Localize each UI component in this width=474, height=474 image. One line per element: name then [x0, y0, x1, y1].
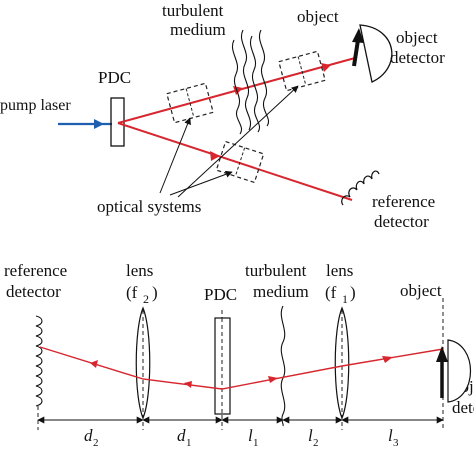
- reference-detector-label-bottom-line1: reference: [4, 261, 67, 280]
- optical-system-upper-right: [278, 50, 326, 92]
- svg-text:1: 1: [342, 292, 348, 306]
- distance-label-l3: l 3: [388, 426, 399, 449]
- top-diagram: pump laser PDC turbule: [0, 1, 445, 231]
- object-detector-label-line2: detector: [390, 48, 445, 67]
- svg-text:3: 3: [393, 437, 399, 449]
- object-detector-dome-top: [359, 24, 393, 83]
- svg-text:(f: (f: [126, 283, 138, 302]
- distance-label-l2: l 2: [308, 426, 319, 449]
- svg-text:2: 2: [93, 437, 99, 449]
- svg-text:(f: (f: [325, 283, 337, 302]
- reference-detector-coil-bottom: [35, 315, 43, 407]
- optical-system-lower: [215, 140, 265, 184]
- object-detector-label-line1: object: [396, 28, 438, 47]
- svg-text:): ): [152, 283, 158, 302]
- pdc-label-bottom: PDC: [204, 285, 237, 304]
- pointer-to-upper-left: [159, 117, 191, 194]
- svg-text:1: 1: [186, 437, 192, 449]
- turbulent-medium-waves: [232, 29, 269, 135]
- distance-label-d2: d 2: [84, 426, 99, 449]
- signal-arrow-2: [321, 63, 331, 72]
- object-detector-dome-bottom: [447, 339, 471, 403]
- svg-text:l: l: [388, 426, 393, 445]
- beam-arrow-2: [268, 376, 278, 383]
- bottom-diagram: reference detector lens (f 2 ) PDC turbu…: [4, 261, 474, 449]
- object-arrow-top: [352, 39, 360, 67]
- svg-text:l: l: [248, 426, 253, 445]
- idler-arrow: [210, 151, 220, 161]
- turbulent-medium-label-line1: turbulent: [162, 1, 224, 20]
- idler-beam: [117, 122, 353, 201]
- svg-text:): ): [350, 283, 356, 302]
- svg-text:l: l: [308, 426, 313, 445]
- turbulent-medium-label-bottom-line2: medium: [253, 282, 309, 301]
- beam-arrow-1: [382, 356, 393, 363]
- optical-systems-label: optical systems: [97, 197, 201, 216]
- object-label-top: object: [297, 7, 339, 26]
- svg-text:2: 2: [313, 437, 319, 449]
- beam-arrow-3: [184, 381, 192, 388]
- object-detector-label-bottom-line2: dete: [452, 398, 474, 417]
- turbulent-medium-label-line2: medium: [170, 20, 226, 39]
- svg-text:2: 2: [143, 292, 149, 306]
- reference-detector-coil-top: [341, 170, 380, 206]
- optical-system-upper-left: [166, 82, 214, 124]
- object-label-bottom: object: [400, 281, 442, 300]
- svg-text:d: d: [177, 426, 186, 445]
- lens-f2-label: lens: [126, 261, 153, 280]
- pdc-label: PDC: [98, 68, 131, 87]
- pump-laser-arrowhead: [94, 119, 104, 129]
- reference-detector-label-bottom-line2: detector: [6, 282, 61, 301]
- pointer-to-upper-right: [177, 85, 299, 198]
- svg-text:1: 1: [253, 437, 259, 449]
- svg-text:d: d: [84, 426, 93, 445]
- reference-dashed-lines: [37, 298, 444, 430]
- reference-detector-label-line1: reference: [372, 192, 435, 211]
- lens-f1-focal-label: (f 1 ): [325, 283, 356, 306]
- reference-detector-label-line2: detector: [374, 212, 429, 231]
- beam-path-bottom: [39, 346, 444, 390]
- pump-laser-label: pump laser: [0, 97, 71, 114]
- lens-f2-focal-label: (f 2 ): [126, 283, 158, 306]
- turbulent-medium-wave-bottom: [280, 305, 286, 427]
- distance-label-l1: l 1: [248, 426, 259, 449]
- distance-label-d1: d 1: [177, 426, 192, 449]
- beam-arrow-4: [90, 360, 98, 368]
- pointer-to-lower: [169, 170, 233, 196]
- turbulent-medium-label-bottom-line1: turbulent: [245, 261, 307, 280]
- object-arrowhead-bottom: [436, 346, 448, 362]
- lens-f1-label: lens: [326, 261, 353, 280]
- object-arrowhead-top: [352, 28, 364, 43]
